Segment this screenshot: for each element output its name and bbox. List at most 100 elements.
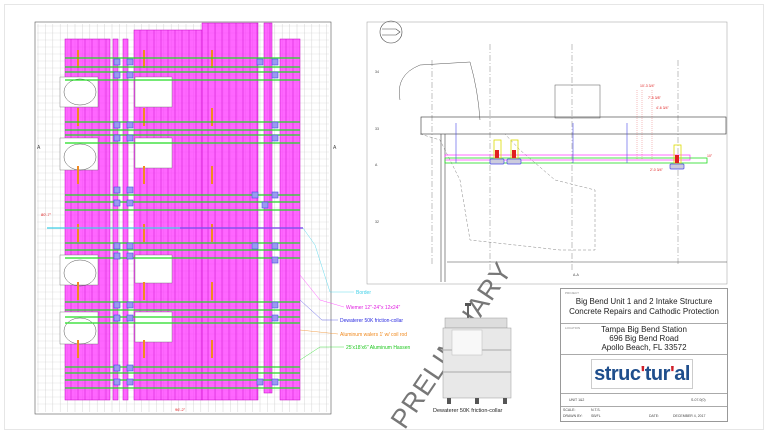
- dewaterer: [126, 252, 134, 260]
- project-line2: Concrete Repairs and Cathodic Protection: [569, 307, 719, 316]
- pump-bell-outline: [63, 259, 97, 287]
- location-line1: Tampa Big Bend Station: [601, 325, 687, 334]
- dim-2: 7'-5 3/8": [648, 96, 661, 100]
- wiemer-column: [112, 38, 119, 401]
- pump-opening: [134, 76, 173, 108]
- dewaterer: [113, 58, 121, 66]
- date-label: DATE:: [649, 414, 660, 418]
- dewaterer: [126, 58, 134, 66]
- dewaterer: [126, 242, 134, 250]
- dewaterer: [113, 314, 121, 322]
- leader-dewaterer: [299, 299, 338, 321]
- section-hassen: [444, 157, 708, 164]
- pump-opening: [59, 76, 99, 108]
- elev-a: A: [375, 163, 378, 167]
- dewaterer: [271, 71, 279, 79]
- leader-hassen: [299, 346, 344, 361]
- elev-34: 34: [375, 70, 379, 74]
- logo-text-a: struc: [594, 362, 641, 385]
- section-rod: [495, 150, 499, 158]
- dewaterer: [113, 301, 121, 309]
- dewaterer: [251, 191, 259, 199]
- dewaterer: [271, 256, 279, 264]
- project-section: PROJECT Big Bend Unit 1 and 2 Intake Str…: [561, 289, 727, 324]
- legend-wiemer: Wiemer 12"-24"x 12x24": [346, 305, 401, 311]
- dewaterer: [126, 121, 134, 129]
- legend-dewaterer: Dewaterer 50K friction-collar: [340, 318, 404, 324]
- leader-walers: [299, 329, 339, 335]
- dewaterer: [261, 201, 269, 209]
- dewaterer: [113, 134, 121, 142]
- legend-hassen: 25'x18'x6" Aluminum Hassen: [346, 345, 411, 351]
- wiemer-column: [279, 38, 301, 401]
- pump-housing-outline: [398, 61, 481, 121]
- deck-slab: [420, 116, 727, 135]
- scale-value: N.T.S.: [591, 408, 601, 412]
- dewaterer: [126, 71, 134, 79]
- section-rod: [512, 150, 516, 158]
- dewaterer: [113, 252, 121, 260]
- logo-text-c: al: [674, 362, 690, 385]
- dewaterer: [271, 314, 279, 322]
- dim-left: 80'-7": [41, 212, 52, 217]
- logo-section: struc'tur'al: [561, 355, 727, 394]
- drawn-label: DRAWN BY:: [563, 414, 583, 418]
- slide-frame: [4, 4, 764, 430]
- north-arrow-glyph: [382, 28, 401, 36]
- project-label: PROJECT: [565, 291, 580, 295]
- dewaterer: [271, 121, 279, 129]
- dewaterer: [126, 301, 134, 309]
- dewaterer: [113, 186, 121, 194]
- dewaterer: [271, 378, 279, 386]
- north-arrow-icon: [379, 20, 403, 44]
- location-section: LOCATION Tampa Big Bend Station 696 Big …: [561, 324, 727, 355]
- pump-opening: [134, 254, 173, 284]
- elev-33: 33: [375, 127, 379, 131]
- dewaterer: [271, 58, 279, 66]
- dewaterer: [126, 186, 134, 194]
- elev-32: 32: [375, 220, 379, 224]
- drawn-value: SB/FL: [591, 414, 601, 418]
- dewaterer: [113, 71, 121, 79]
- screen-guide: [554, 84, 601, 119]
- dim-5: 10": [707, 154, 713, 158]
- project-line1: Big Bend Unit 1 and 2 Intake Structure: [575, 297, 713, 306]
- date-value: DECEMBER 4, 2017: [673, 414, 706, 418]
- section-wiemer: [444, 154, 691, 161]
- title-block: PROJECT Big Bend Unit 1 and 2 Intake Str…: [560, 288, 728, 422]
- section-dewaterer: [489, 158, 505, 165]
- pump-bell-outline: [63, 143, 97, 171]
- section-dewaterer: [669, 163, 685, 170]
- legend-border: Border: [356, 290, 372, 296]
- section-dewaterer: [506, 158, 522, 165]
- dewaterer: [126, 364, 134, 372]
- wiemer-column: [201, 22, 259, 401]
- leader-wiemer: [299, 274, 345, 308]
- pump-bell-outline: [63, 317, 97, 345]
- dewaterer: [271, 134, 279, 142]
- location-label: LOCATION: [565, 326, 581, 330]
- location-line3: Apollo Beach, FL 33572: [601, 343, 687, 352]
- sheet-number: S-07.0(0): [691, 398, 706, 402]
- photo-caption: Dewaterer 50K friction-collar: [433, 408, 503, 414]
- dewaterer: [126, 378, 134, 386]
- dewaterer: [113, 378, 121, 386]
- dewaterer: [126, 199, 134, 207]
- section-rod: [675, 155, 679, 163]
- structural-logo: struc'tur'al: [591, 359, 693, 389]
- dewaterer: [113, 242, 121, 250]
- bell-outline: [419, 133, 596, 251]
- pump-opening: [59, 254, 99, 286]
- legend-walers: Aluminum walers 1' w/ coil rod: [340, 332, 408, 338]
- dewaterer: [271, 242, 279, 250]
- dim-4: 2'-0 3/4": [650, 168, 663, 172]
- dewaterer: [251, 242, 259, 250]
- dewaterer: [113, 121, 121, 129]
- dewaterer: [256, 378, 264, 386]
- dim-bottom: 96'-2": [175, 407, 186, 412]
- dewaterer: [256, 58, 264, 66]
- scale-label: SCALE:: [563, 408, 576, 412]
- unit-row: UNIT 1&2 S-07.0(0): [561, 394, 727, 407]
- unit: UNIT 1&2: [569, 398, 585, 402]
